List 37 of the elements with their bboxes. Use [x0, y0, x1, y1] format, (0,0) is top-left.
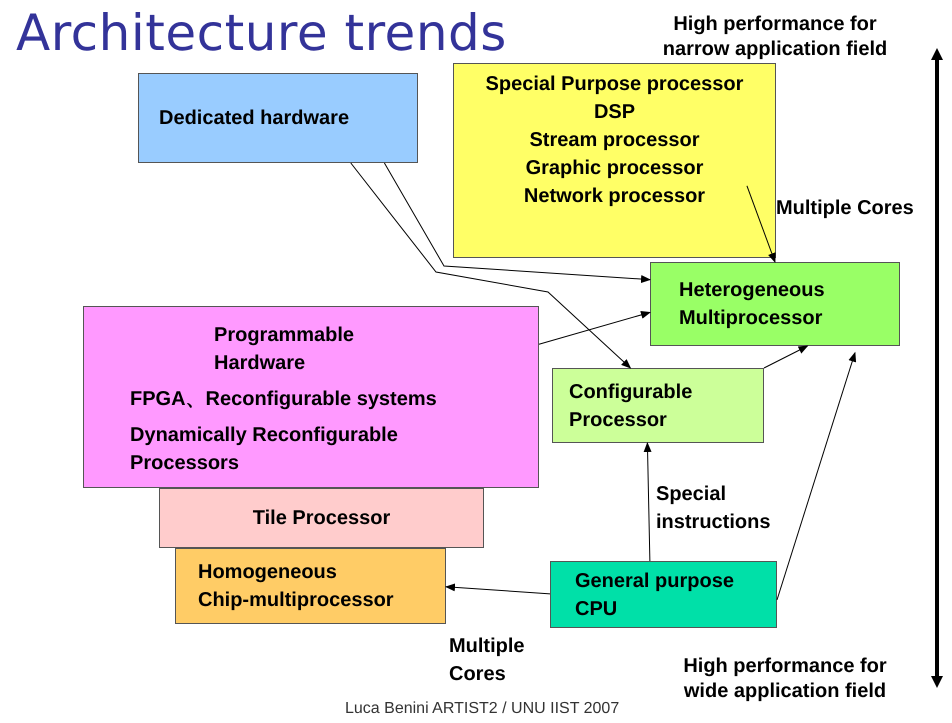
edge-label: Multiple Cores [776, 196, 914, 221]
node-text: Heterogeneous Multiprocessor [679, 278, 826, 331]
arrow [764, 346, 808, 368]
node-text: General purpose CPU [575, 568, 735, 622]
footer-text: Luca Benini ARTIST2 / UNU IIST 2007 [345, 700, 620, 718]
arrow [746, 185, 776, 263]
node-text: Network processor [524, 184, 706, 209]
edge-label: Special instructions [656, 482, 772, 535]
axis-label: High performance for wide application field [682, 654, 888, 704]
title: Architecture trends [16, 4, 507, 62]
node-text: Dedicated hardware [159, 106, 350, 131]
processor-box [453, 63, 776, 258]
node-text: Tile Processor [252, 506, 390, 531]
edge-label: Multiple Cores [449, 634, 526, 687]
node-text: Programmable Hardware [214, 323, 356, 376]
arrow [384, 162, 651, 284]
node-text: Special Purpose processor [486, 72, 744, 97]
arrow [538, 311, 651, 345]
multiprocessor-box [175, 548, 446, 624]
arrow [776, 352, 856, 600]
multiprocessor-box [650, 262, 900, 346]
cpu-box [550, 561, 777, 628]
programmable-hardware-box [83, 306, 539, 488]
processor-box [552, 368, 764, 443]
node-text: FPGA、Reconfigurable systems [130, 387, 437, 412]
node-text: DSP [594, 100, 636, 125]
axis-label: High performance for narrow application field [662, 12, 888, 62]
node-text: Configurable Processor [569, 380, 694, 432]
arrow [445, 583, 550, 594]
arrow [350, 162, 632, 369]
processor-box [159, 488, 484, 548]
node-text: Homogeneous Chip-multiprocessor [198, 560, 395, 613]
hardware-box [138, 73, 418, 163]
node-text: Graphic processor [526, 156, 704, 181]
node-text: Stream processor [529, 128, 700, 153]
node-text: Dynamically Reconfigurable Processors [130, 423, 399, 476]
arrow [644, 442, 652, 562]
